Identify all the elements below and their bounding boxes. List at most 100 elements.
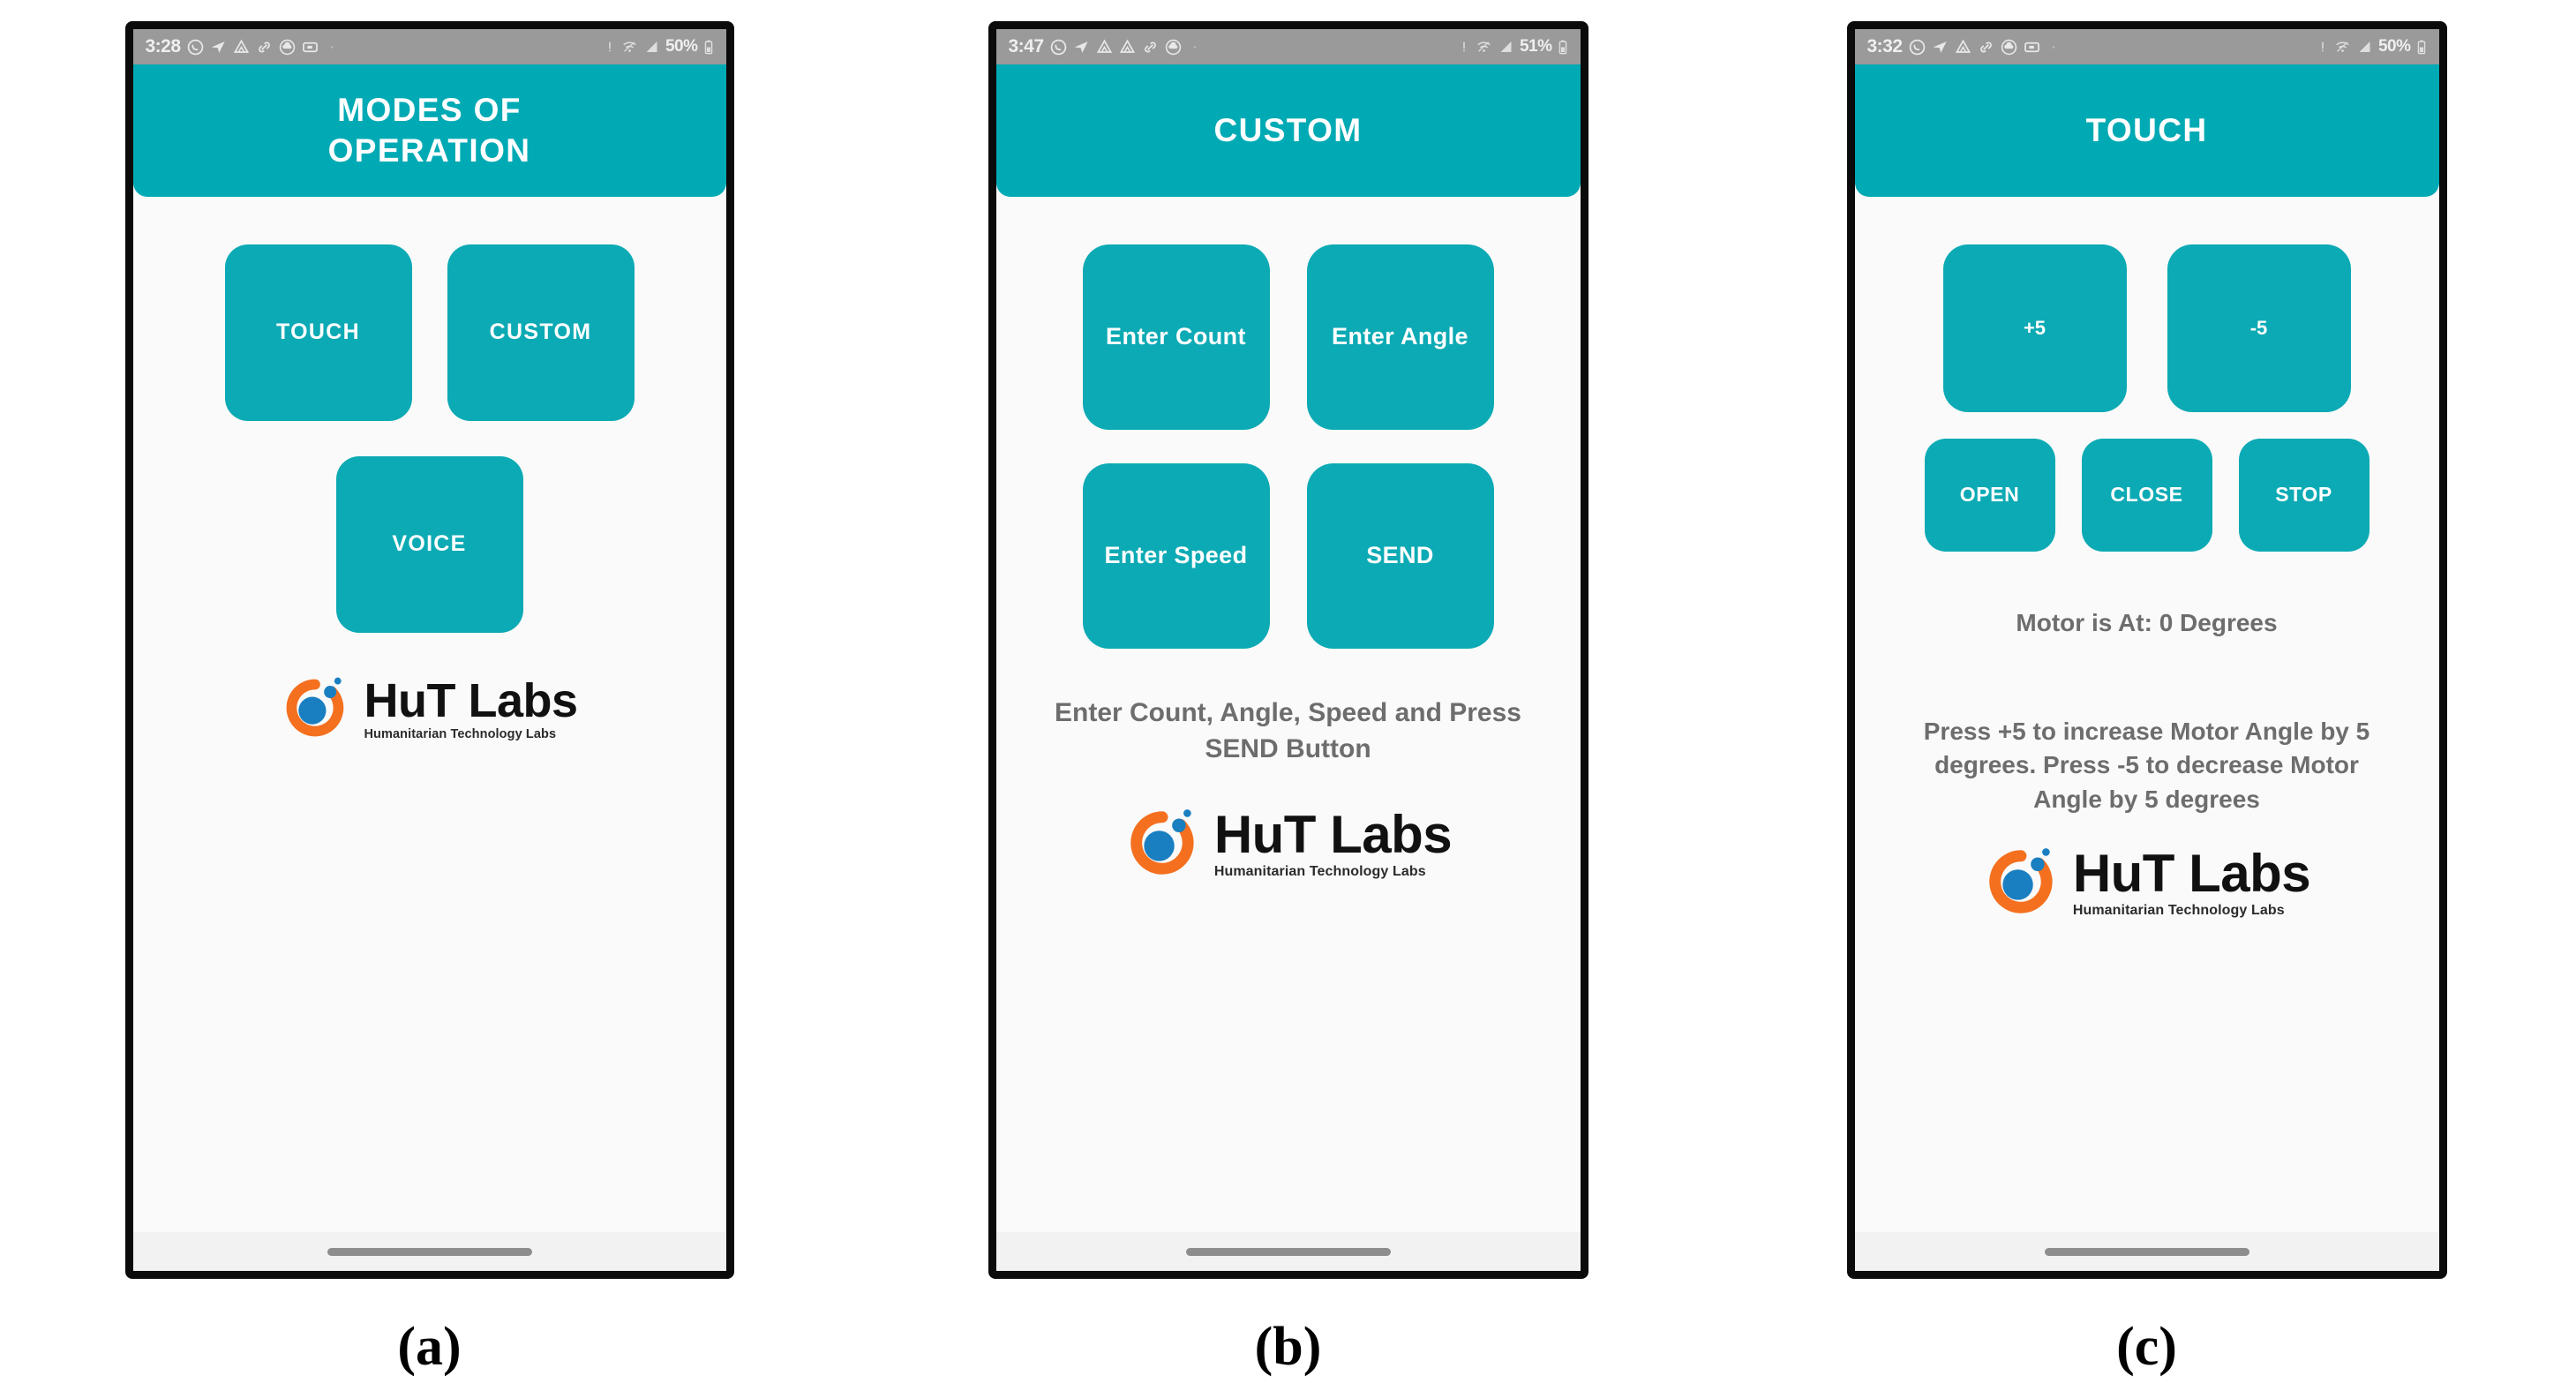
status-bar-clock: 3:47	[1008, 36, 1045, 56]
alert-icon	[1458, 39, 1470, 55]
panel-caption-c: (c)	[2116, 1317, 2177, 1377]
gesture-nav-bar	[132, 1232, 726, 1271]
screen-content-c: +5 -5 OPEN CLOSE STOP Motor is At: 0 Deg…	[1854, 197, 2439, 1271]
link-icon	[1142, 39, 1159, 56]
battery-percent-label: 51%	[1519, 37, 1552, 56]
battery-icon	[1558, 39, 1568, 56]
hut-labs-mark-icon	[1124, 805, 1200, 885]
open-button[interactable]: OPEN	[1924, 439, 2055, 552]
hut-labs-logo: HuT Labs Humanitarian Technology Labs	[1124, 805, 1453, 885]
mode-button-row-2: VOICE	[335, 456, 523, 633]
action-button-row: OPEN CLOSE STOP	[1924, 439, 2369, 552]
hut-labs-title: HuT Labs	[1213, 805, 1453, 865]
more-dot-icon	[1188, 39, 1202, 56]
battery-percent-label: 50%	[2377, 37, 2411, 56]
phone-mockup-a: 3:28 50%	[124, 21, 734, 1279]
wifi-icon	[1476, 39, 1492, 55]
status-bar-left: 3:28	[146, 36, 339, 57]
whatsapp-icon	[187, 39, 204, 56]
hut-labs-subtitle: Humanitarian Technology Labs	[364, 727, 557, 742]
gesture-nav-bar	[1854, 1232, 2439, 1271]
status-bar-right: 50%	[2317, 37, 2427, 56]
screen-content-b: Enter Count Enter Angle Enter Speed SEND…	[995, 197, 1581, 1271]
more-dot-icon	[2047, 39, 2061, 56]
battery-icon	[2416, 39, 2427, 56]
alert-icon	[604, 39, 616, 55]
status-bar: 3:32 50%	[1854, 29, 2439, 64]
battery-icon	[703, 39, 714, 56]
app-bar-title-b: CUSTOM	[995, 64, 1581, 197]
home-gesture-pill[interactable]	[2044, 1247, 2249, 1256]
send-icon	[1073, 39, 1090, 56]
hut-labs-logo: HuT Labs Humanitarian Technology Labs	[281, 673, 578, 747]
close-button[interactable]: CLOSE	[2081, 439, 2212, 552]
signal-icon	[1498, 39, 1514, 55]
status-bar-right: 50%	[604, 37, 714, 56]
angle-button-row: +5 -5	[1942, 244, 2351, 412]
alert-icon	[2317, 39, 2329, 55]
mode-button-row-1: TOUCH CUSTOM	[224, 244, 635, 421]
home-gesture-pill[interactable]	[1185, 1247, 1391, 1256]
drive-icon	[233, 39, 250, 56]
whatsapp-icon	[1050, 39, 1067, 56]
signal-icon	[643, 39, 660, 55]
send-icon	[210, 39, 227, 56]
stop-button[interactable]: STOP	[2238, 439, 2369, 552]
drive-icon-2	[1119, 39, 1136, 56]
status-bar-right: 51%	[1458, 37, 1568, 56]
status-bar-clock: 3:32	[1866, 36, 1904, 56]
app-bar-title-c: TOUCH	[1854, 64, 2439, 197]
hut-labs-mark-icon	[1983, 844, 2059, 924]
cloud-icon	[2001, 39, 2017, 56]
status-bar: 3:47 51%	[995, 29, 1581, 64]
voice-button[interactable]: VOICE	[335, 456, 523, 633]
figure-panel-c: 3:32 50% TOUCH	[1838, 21, 2456, 1379]
app-bar-title-line1: MODES OF	[337, 91, 522, 128]
motor-status-text: Motor is At: 0 Degrees	[2016, 609, 2278, 636]
hut-labs-title: HuT Labs	[364, 673, 578, 727]
hut-labs-wordmark: HuT Labs Humanitarian Technology Labs	[1213, 805, 1453, 880]
figure-panel-b: 3:47 51% CUSTOM	[980, 21, 1597, 1379]
hut-labs-wordmark: HuT Labs Humanitarian Technology Labs	[2072, 844, 2311, 919]
status-bar: 3:28 50%	[132, 29, 726, 64]
hut-labs-wordmark: HuT Labs Humanitarian Technology Labs	[364, 673, 578, 742]
custom-button[interactable]: CUSTOM	[447, 244, 635, 421]
hut-labs-subtitle: Humanitarian Technology Labs	[1213, 864, 1426, 880]
status-bar-left: 3:32	[1867, 36, 2061, 57]
wifi-icon	[621, 39, 638, 55]
custom-button-row-1: Enter Count Enter Angle	[1082, 244, 1494, 430]
gesture-nav-bar	[995, 1232, 1581, 1271]
decrease-angle-button[interactable]: -5	[2167, 244, 2351, 412]
app-bar-title-line2: OPERATION	[327, 132, 531, 169]
screen-content-a: TOUCH CUSTOM VOICE	[132, 197, 726, 1271]
app-bar-title-a: MODES OF OPERATION	[132, 64, 726, 197]
panel-caption-b: (b)	[1254, 1317, 1322, 1377]
enter-speed-button[interactable]: Enter Speed	[1082, 463, 1270, 649]
more-dot-icon	[325, 39, 339, 56]
hut-labs-logo: HuT Labs Humanitarian Technology Labs	[1983, 844, 2311, 924]
home-gesture-pill[interactable]	[327, 1247, 532, 1256]
figure-panel-a: 3:28 50%	[121, 21, 739, 1379]
status-bar-left: 3:47	[1009, 36, 1202, 57]
phone-mockup-b: 3:47 51% CUSTOM	[988, 21, 1588, 1279]
video-icon	[302, 39, 319, 56]
send-button[interactable]: SEND	[1306, 463, 1494, 649]
video-icon	[2024, 39, 2040, 56]
link-icon	[256, 39, 273, 56]
hut-labs-subtitle: Humanitarian Technology Labs	[2072, 902, 2285, 918]
whatsapp-icon	[1909, 39, 1926, 56]
enter-angle-button[interactable]: Enter Angle	[1306, 244, 1494, 430]
link-icon	[1978, 39, 1994, 56]
instruction-text: Enter Count, Angle, Speed and Press SEND…	[1055, 698, 1521, 764]
hut-labs-title: HuT Labs	[2072, 844, 2311, 904]
phone-mockup-c: 3:32 50% TOUCH	[1846, 21, 2447, 1279]
increase-angle-button[interactable]: +5	[1942, 244, 2127, 412]
panel-caption-a: (a)	[397, 1317, 462, 1377]
battery-percent-label: 50%	[665, 37, 698, 56]
enter-count-button[interactable]: Enter Count	[1082, 244, 1270, 430]
wifi-icon	[2334, 39, 2351, 55]
cloud-icon	[279, 39, 296, 56]
touch-button[interactable]: TOUCH	[224, 244, 412, 421]
drive-icon	[1955, 39, 1971, 56]
